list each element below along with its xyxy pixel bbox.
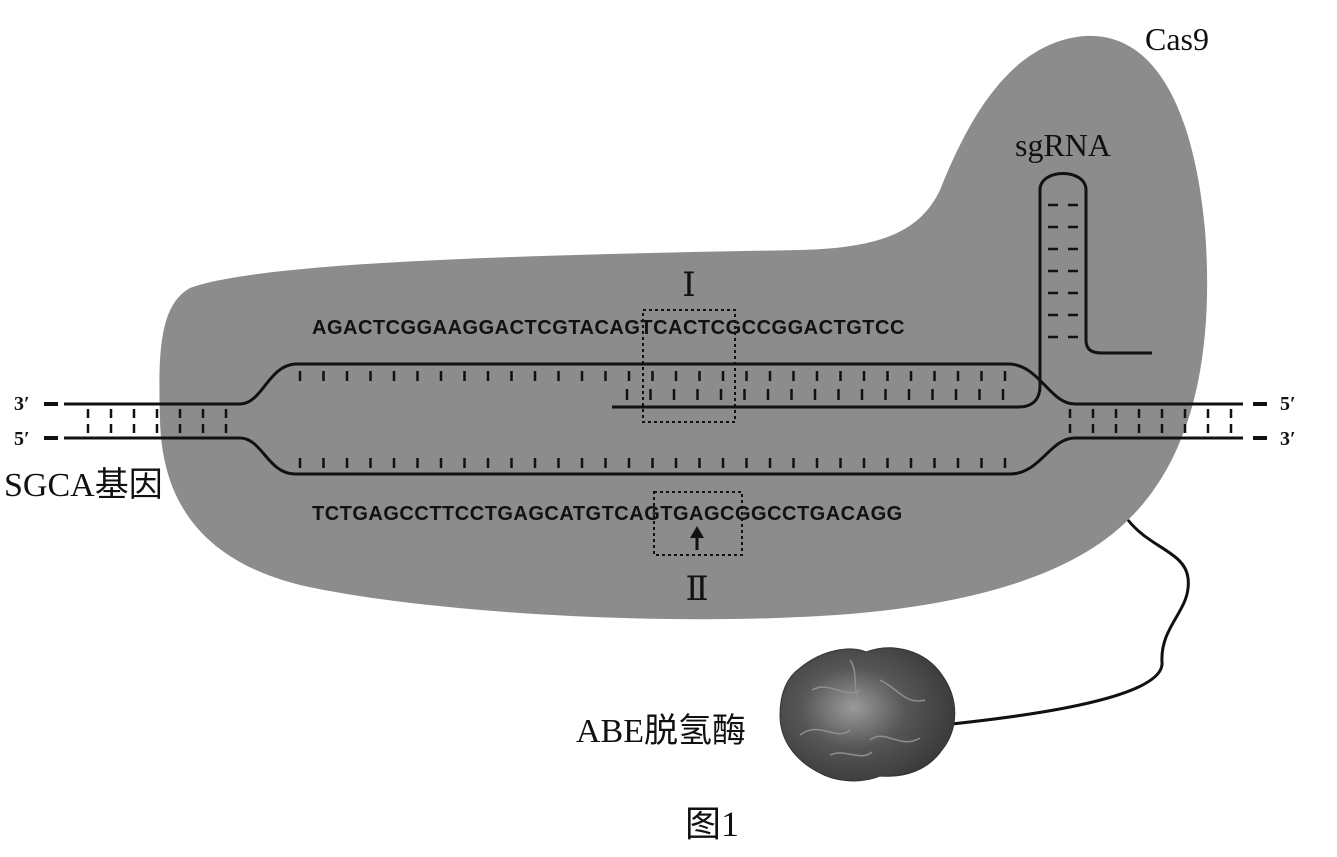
right-top-end-label: 5′ xyxy=(1280,393,1296,415)
top-sequence: AGACTCGGAAGGACTCGTACAGTCACTCGCCGGACTGTCC xyxy=(312,317,905,339)
box-top-label: Ⅰ xyxy=(682,267,695,304)
enzyme-texture-lines xyxy=(799,659,926,757)
abe-enzyme-shape xyxy=(779,647,956,782)
dna-bottom-strand xyxy=(64,436,1243,476)
sgrna-label: sgRNA xyxy=(1015,127,1111,163)
box-bottom-label: Ⅱ xyxy=(685,571,708,608)
dna-top-strand xyxy=(64,362,1243,406)
highlight-box-bottom xyxy=(653,491,743,556)
bottom-sequence: TCTGAGCCTTCCTGAGCATGTCAGTGAGCGGCCTGACAGG xyxy=(312,503,903,525)
linker-tether xyxy=(941,519,1190,727)
left-top-end-label: 3′ xyxy=(14,393,30,415)
sgrna-strand xyxy=(612,172,1152,409)
base-pair-ticks xyxy=(86,203,1233,468)
gene-label: SGCA基因 xyxy=(4,466,163,504)
strand-end-dashes xyxy=(44,402,1267,440)
left-bottom-end-label: 5′ xyxy=(14,428,30,450)
enzyme-label: ABE脱氢酶 xyxy=(576,712,746,750)
dna-strands xyxy=(64,172,1243,476)
figure-caption: 图1 xyxy=(685,804,739,844)
cas9-label: Cas9 xyxy=(1145,21,1209,57)
right-bottom-end-label: 3′ xyxy=(1280,428,1296,450)
mutation-site-arrow xyxy=(690,526,704,550)
